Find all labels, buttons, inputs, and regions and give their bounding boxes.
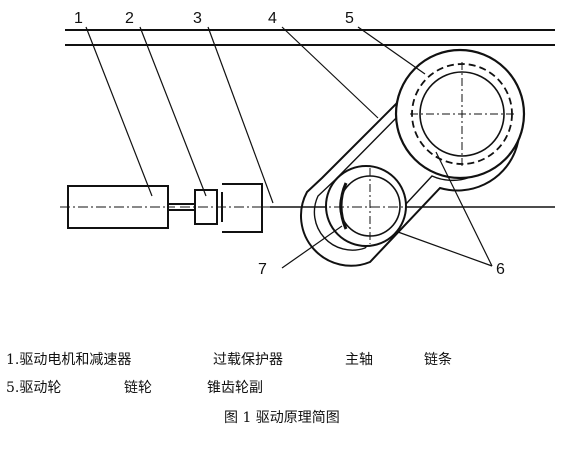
callout-2: 2 (125, 10, 134, 27)
bevel-gear-mark (339, 182, 348, 230)
leader-5 (357, 26, 426, 75)
legend-item-5: 5.驱动轮 (6, 380, 62, 396)
leader-6b (397, 231, 493, 267)
legend-item-4: 链条 (424, 352, 452, 368)
legend-item-2: 过载保护器 (213, 352, 283, 368)
callout-4: 4 (268, 10, 277, 27)
leader-1 (85, 26, 153, 197)
callout-3: 3 (193, 10, 202, 27)
leader-4 (281, 26, 379, 119)
sprocket-outer (325, 165, 407, 247)
leader-3 (207, 26, 274, 204)
legend-item-7: 锥齿轮副 (207, 380, 263, 396)
callout-7: 7 (258, 261, 267, 278)
legend-item-3: 主轴 (345, 352, 373, 368)
callout-1: 1 (74, 10, 83, 27)
figure-caption: 图 1 驱动原理简图 (224, 410, 340, 426)
callout-6: 6 (496, 261, 505, 278)
leader-7 (281, 225, 343, 269)
legend-item-1: 1.驱动电机和减速器 (6, 352, 132, 368)
leader-6a (435, 151, 493, 267)
drive-principle-diagram: 1 2 3 4 5 6 7 (60, 10, 555, 278)
legend-item-6: 链轮 (124, 380, 152, 396)
callout-5: 5 (345, 10, 354, 27)
leader-2 (139, 26, 207, 197)
overload-protector-right (222, 183, 263, 233)
drive-wheel-inner (419, 71, 505, 157)
